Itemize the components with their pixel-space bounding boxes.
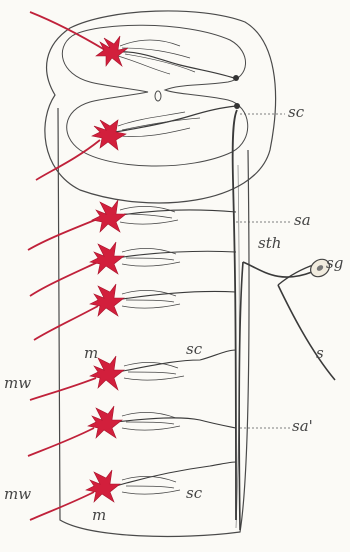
peripheral-sensory-fiber	[278, 285, 335, 380]
label-sc-top: sc	[288, 105, 304, 120]
motor-neuron-2	[30, 242, 236, 296]
label-s: s	[316, 346, 324, 361]
label-sa: sa	[294, 213, 311, 228]
ganglion-stem	[278, 264, 316, 285]
label-sth: sth	[258, 236, 281, 251]
motor-neuron-6	[30, 462, 236, 520]
label-sc-bottom: sc	[186, 486, 202, 501]
neuron-cross-section-upper	[30, 12, 234, 78]
label-sg: sg	[326, 256, 343, 271]
cross-section-outline	[45, 11, 276, 203]
neuron-cross-section-lower	[36, 106, 236, 180]
cord-cylinder-outline	[58, 108, 249, 536]
label-m-upper: m	[84, 346, 98, 361]
label-mw-lower: mw	[4, 487, 31, 502]
motor-neuron-3	[34, 284, 236, 340]
label-sc-middle: sc	[186, 342, 202, 357]
label-sa-prime: sa'	[292, 419, 313, 434]
descending-sensory-branch	[239, 262, 243, 530]
label-m-lower: m	[92, 508, 106, 523]
ascending-sensory-fiber	[233, 110, 237, 520]
motor-neuron-4	[30, 350, 236, 400]
central-canal	[155, 91, 161, 101]
label-mw-upper: mw	[4, 376, 31, 391]
